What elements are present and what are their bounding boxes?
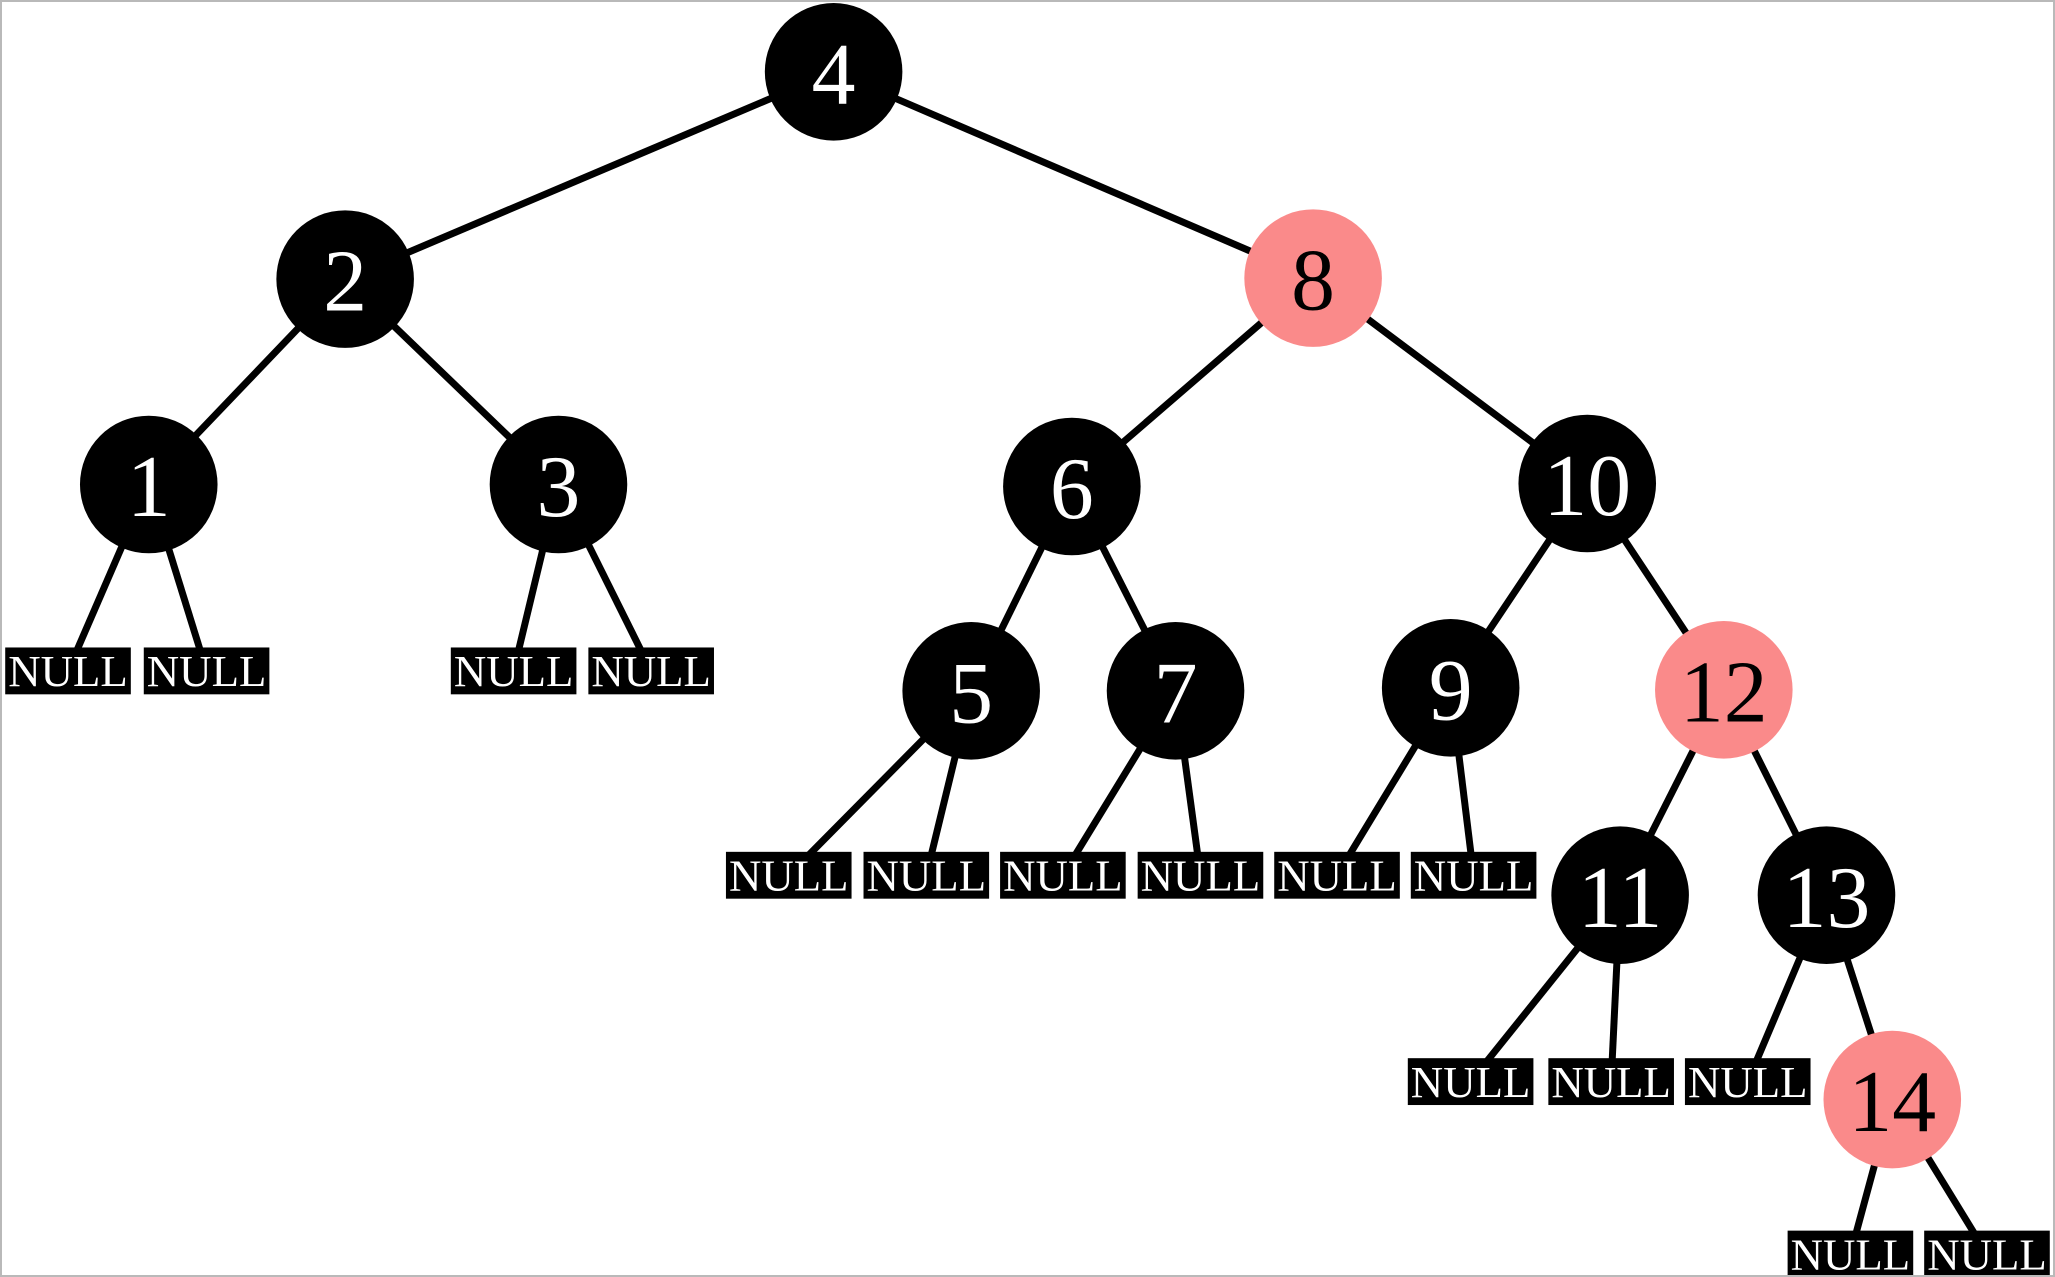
null-label: NULL (454, 646, 574, 696)
null-label: NULL (867, 851, 987, 901)
null-label: NULL (1003, 851, 1123, 901)
node-label: 5 (949, 644, 993, 741)
null-label: NULL (1688, 1057, 1808, 1107)
null-label: NULL (1927, 1229, 2047, 1275)
tree-node-7-black (1106, 622, 1245, 760)
tree-node-12-red (1655, 621, 1793, 759)
null-label: NULL (1791, 1229, 1911, 1275)
node-label: 9 (1429, 641, 1473, 738)
null-box-n6 (1000, 851, 1126, 899)
null-label: NULL (729, 851, 849, 901)
node-label: 6 (1050, 440, 1094, 537)
edge-4-2 (343, 68, 835, 283)
node-label: 2 (323, 233, 367, 330)
node-label: 8 (1291, 232, 1335, 329)
null-label: NULL (1551, 1057, 1671, 1107)
tree-node-1-black (79, 415, 218, 554)
tree-node-2-black (276, 210, 414, 348)
null-box-n12 (1684, 1058, 1811, 1106)
node-label: 7 (1154, 644, 1198, 741)
null-box-n2 (450, 647, 577, 695)
tree-node-11-black (1551, 826, 1689, 964)
null-label: NULL (1141, 851, 1261, 901)
null-label: NULL (591, 646, 711, 696)
tree-node-3-black (489, 415, 628, 554)
node-label: 12 (1680, 643, 1768, 740)
tree-node-13-black (1757, 826, 1896, 964)
null-label: NULL (1414, 851, 1534, 901)
node-label: 13 (1783, 849, 1871, 946)
node-label: 1 (127, 438, 171, 535)
null-label: NULL (8, 646, 128, 696)
null-label: NULL (1411, 1057, 1531, 1107)
tree-node-14-red (1823, 1030, 1962, 1169)
node-label: 10 (1543, 437, 1631, 534)
tree-node-4-black (764, 2, 903, 141)
null-box-n14 (1924, 1230, 2050, 1275)
null-box-n11 (1548, 1058, 1674, 1106)
node-label: 14 (1848, 1053, 1936, 1150)
null-box-n13 (1787, 1230, 1914, 1275)
tree-node-5-black (902, 622, 1040, 760)
tree-node-9-black (1381, 619, 1520, 757)
null-label: NULL (1277, 851, 1397, 901)
null-label: NULL (147, 646, 267, 696)
tree-node-8-red (1244, 209, 1382, 347)
node-label: 11 (1578, 849, 1662, 946)
null-box-n7 (1137, 851, 1264, 899)
tree-node-6-black (1003, 417, 1141, 556)
null-box-n9 (1410, 851, 1537, 899)
null-box-n8 (1274, 851, 1400, 899)
null-box-n3 (588, 647, 714, 695)
node-label: 3 (537, 438, 581, 535)
node-label: 4 (812, 25, 856, 122)
null-box-n1 (143, 647, 270, 695)
null-leaves-layer: NULL NULL NULL NULL NULL NULL NULL NULL NULL NULL… (5, 646, 2050, 1275)
null-box-n5 (863, 851, 990, 899)
null-box-n4 (725, 851, 852, 899)
edge-4-8 (832, 68, 1315, 282)
null-box-n0 (5, 647, 131, 695)
tree-node-10-black (1518, 414, 1657, 553)
null-box-n10 (1407, 1058, 1534, 1106)
